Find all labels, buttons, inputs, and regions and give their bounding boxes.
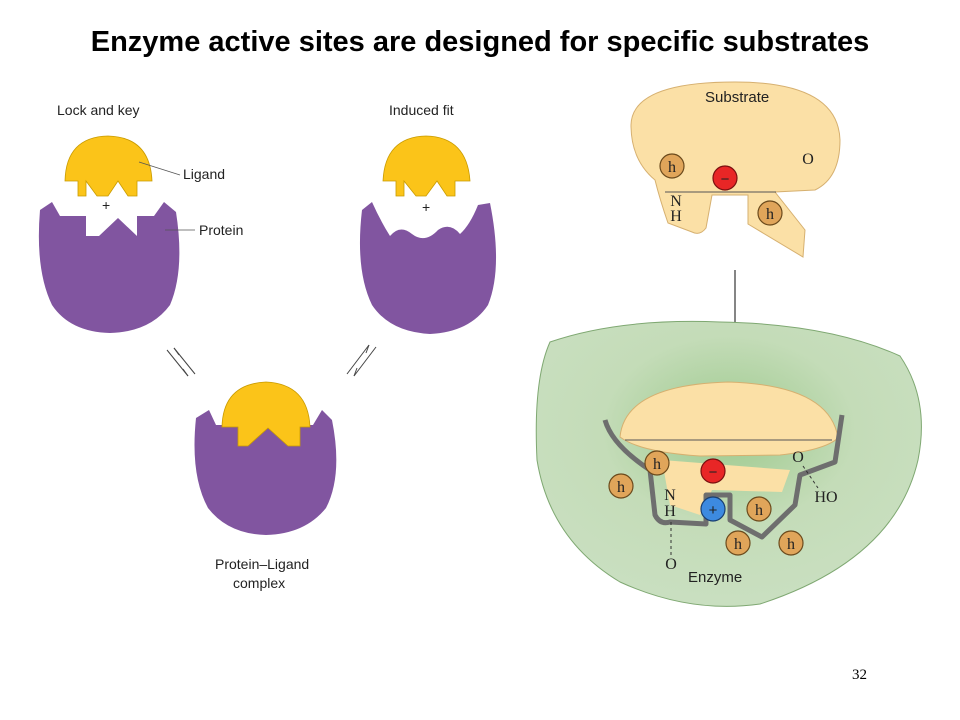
svg-text:h: h bbox=[734, 536, 742, 553]
enzyme-hydrophobic-group-2: h bbox=[608, 473, 634, 499]
svg-text:+: + bbox=[709, 502, 718, 519]
enzyme-hydrophobic-group-1: h bbox=[644, 450, 670, 476]
substrate-hydrogen: H bbox=[670, 208, 682, 225]
complex-ligand bbox=[221, 381, 311, 447]
bound-oxygen: O bbox=[792, 449, 804, 466]
complex-protein bbox=[194, 410, 337, 535]
substrate-hydrophobic-group-2: h bbox=[757, 200, 783, 226]
substrate-label: Substrate bbox=[705, 89, 770, 106]
lock-and-key-label: Lock and key bbox=[57, 102, 140, 118]
induced-fit-label: Induced fit bbox=[389, 102, 454, 118]
ligand-label: Ligand bbox=[183, 166, 226, 182]
active-site-outline bbox=[602, 414, 845, 540]
substrate-hydrophobic-group-1: h bbox=[659, 153, 685, 179]
bound-substrate bbox=[619, 381, 839, 515]
svg-text:h: h bbox=[668, 159, 676, 176]
protein-label: Protein bbox=[199, 222, 244, 238]
svg-text:−: − bbox=[709, 464, 718, 481]
svg-text:h: h bbox=[787, 536, 795, 553]
induced-fit-plus: + bbox=[422, 199, 430, 215]
slide-title: Enzyme active sites are designed for spe… bbox=[90, 26, 870, 58]
enzyme-oxygen: O bbox=[665, 556, 677, 573]
equilibrium-arrow-right bbox=[346, 344, 377, 377]
enzyme-hydrophobic-group-5: h bbox=[778, 530, 804, 556]
substrate-shape bbox=[630, 81, 841, 258]
lock-key-protein bbox=[38, 202, 180, 333]
svg-text:h: h bbox=[653, 456, 661, 473]
enzyme-hydrophobic-group-4: h bbox=[725, 530, 751, 556]
ligand-leader-line bbox=[138, 161, 181, 176]
svg-text:h: h bbox=[755, 502, 763, 519]
svg-text:−: − bbox=[721, 171, 730, 188]
svg-text:h: h bbox=[617, 479, 625, 496]
enzyme-label: Enzyme bbox=[688, 569, 743, 586]
hydrogen-bond-2 bbox=[802, 465, 819, 489]
lock-key-ligand bbox=[64, 135, 153, 197]
enzyme-positive-charge: + bbox=[700, 496, 726, 522]
lock-key-plus: + bbox=[102, 197, 110, 213]
equilibrium-arrow-left bbox=[166, 347, 196, 377]
bound-nitrogen: N bbox=[664, 487, 676, 504]
bound-negative-charge: − bbox=[700, 458, 726, 484]
induced-fit-ligand bbox=[382, 135, 471, 197]
complex-label-line2: complex bbox=[233, 575, 286, 591]
substrate-oxygen: O bbox=[802, 151, 814, 168]
substrate-nitrogen: N bbox=[670, 193, 682, 210]
induced-fit-protein bbox=[359, 202, 497, 334]
complex-label-line1: Protein–Ligand bbox=[215, 556, 310, 572]
svg-text:h: h bbox=[766, 206, 774, 223]
page-number: 32 bbox=[852, 667, 867, 683]
bound-hydrogen: H bbox=[664, 503, 676, 520]
enzyme-hydroxyl: HO bbox=[814, 489, 837, 506]
enzyme-shape bbox=[535, 320, 922, 607]
enzyme-hydrophobic-group-3: h bbox=[746, 496, 772, 522]
substrate-negative-charge: − bbox=[712, 165, 738, 191]
